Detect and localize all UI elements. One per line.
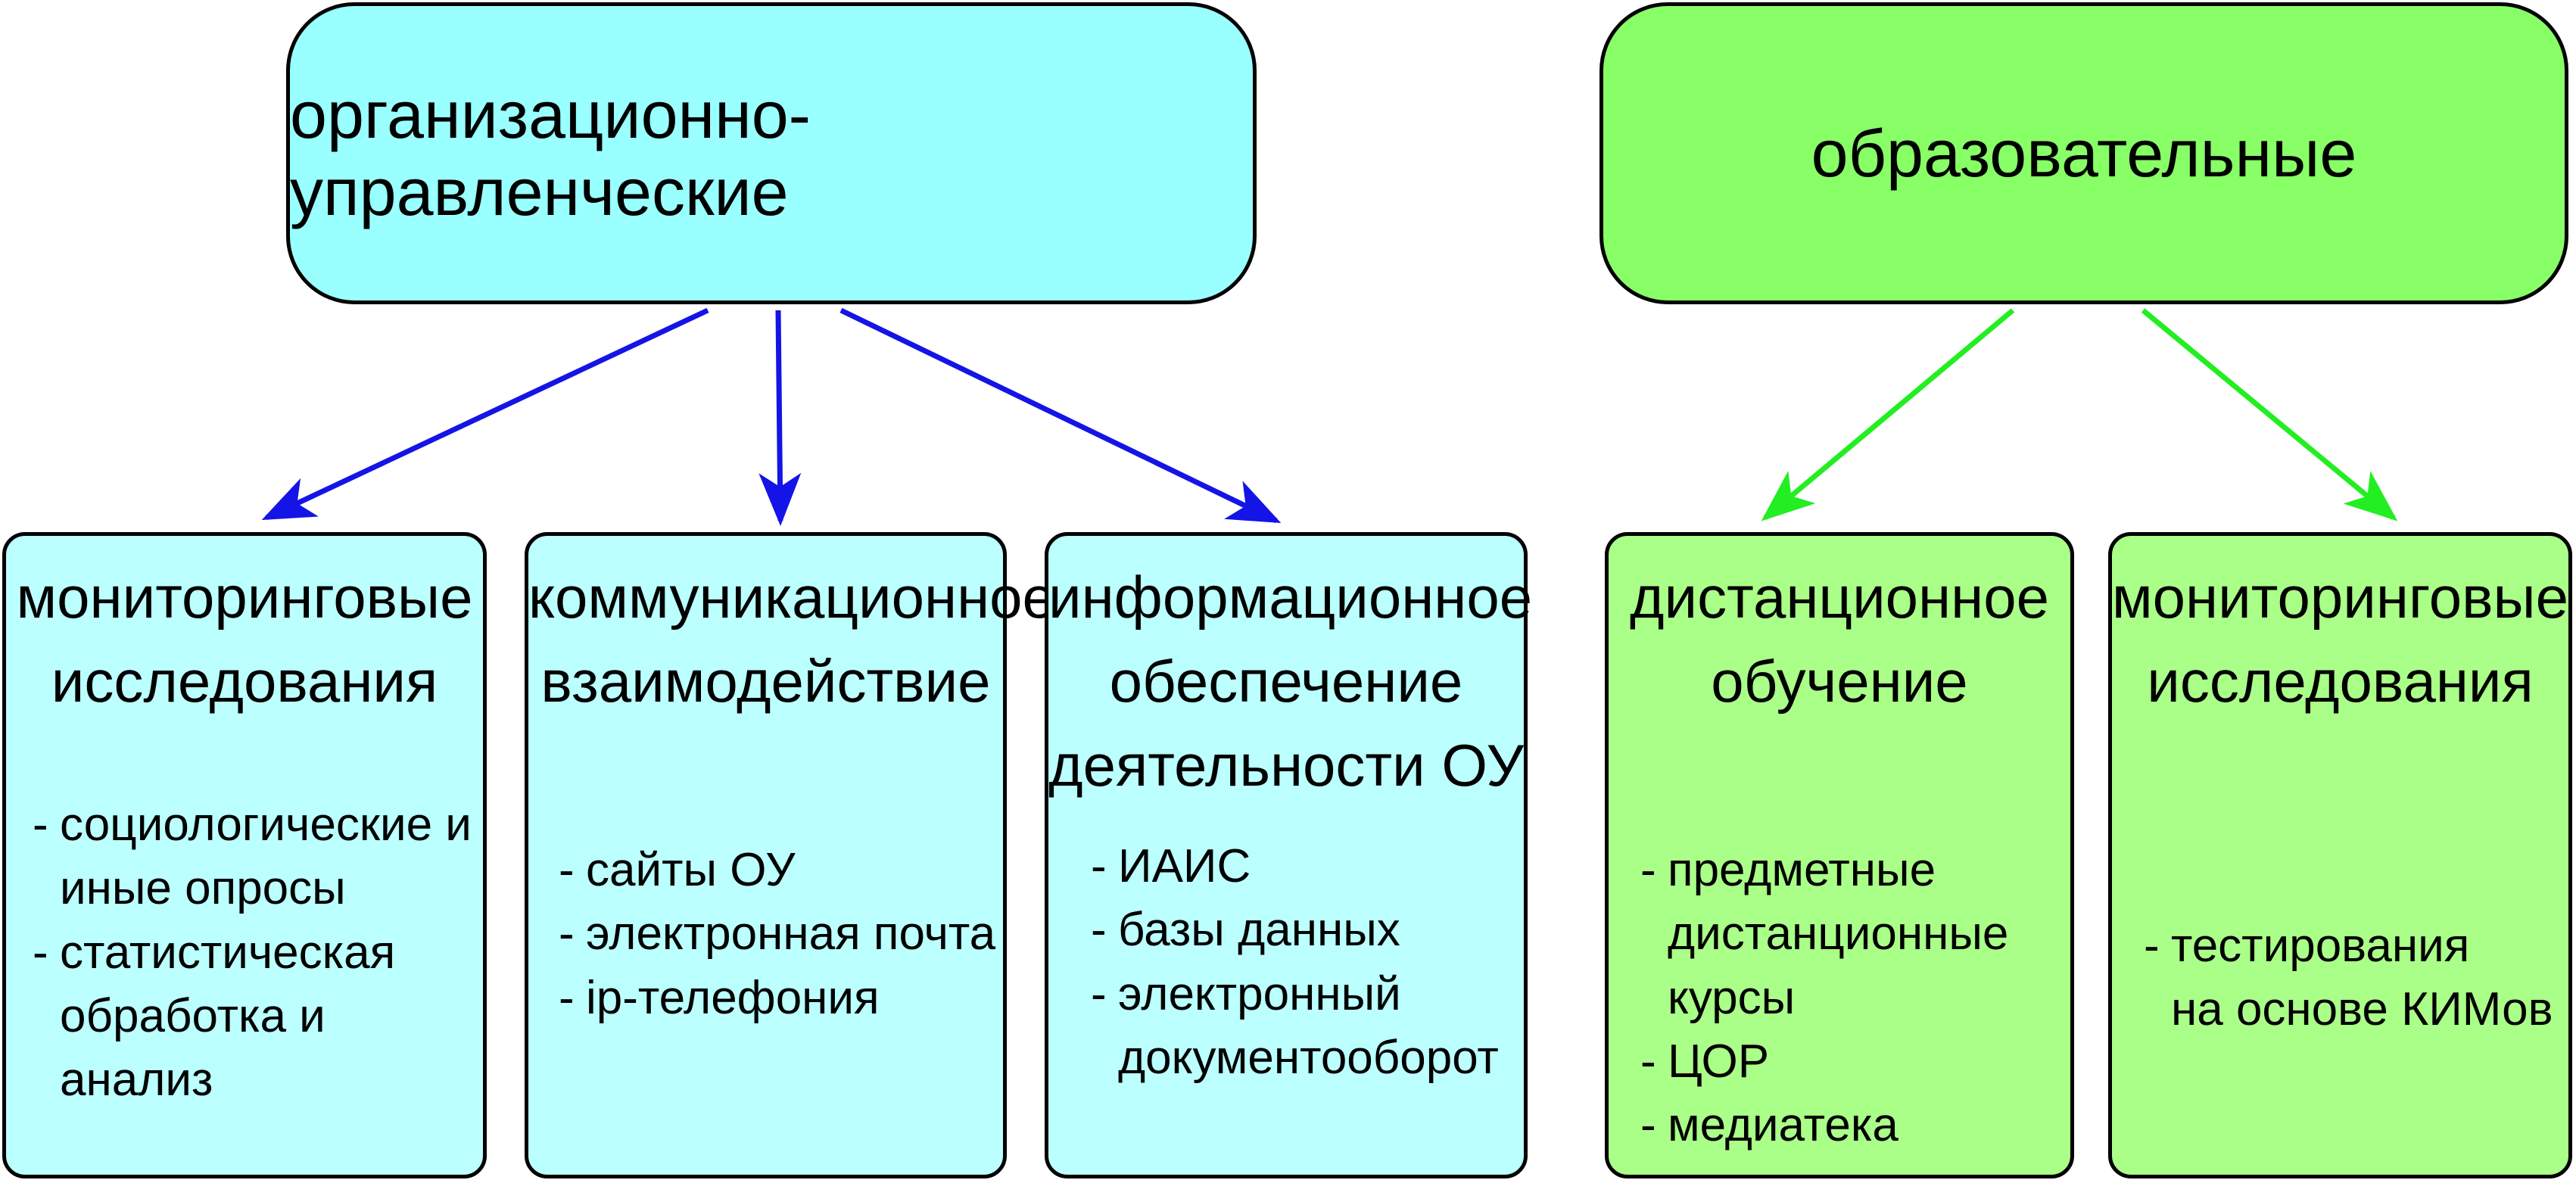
subcategory-title: коммуникационное взаимодействие [528, 564, 1055, 715]
subcategory-title: информационное обеспечение деятельности … [1048, 564, 1533, 799]
arrow-to-monitoring-studies [261, 307, 709, 521]
category-title: образовательные [1811, 115, 2357, 191]
list-item: - социологические и иные опросы [33, 799, 472, 915]
subcategory-box-distance-learning: дистанционное обучение - предметные дист… [1605, 532, 2074, 1178]
list-item: - базы данных [1091, 904, 1400, 957]
subcategory-box-monitoring-studies: мониторинговые исследования - социологич… [2, 532, 487, 1178]
subcategory-list: - сайты ОУ - электронная почта - ip-теле… [559, 839, 995, 1030]
list-item: - электронная почта [559, 908, 996, 961]
list-item: - сайты ОУ [559, 844, 796, 896]
list-item: - тестирования на основе КИМов [2144, 920, 2553, 1036]
list-item: - ИАИС [1091, 840, 1251, 892]
list-item: - предметные дистанционные курсы [1640, 844, 2009, 1024]
category-title: организационно-управленческие [290, 76, 811, 229]
arrow-to-distance-learning [1761, 308, 2015, 522]
list-item: - статистическая обработка и анализ [33, 926, 396, 1107]
subcategory-box-monitoring-testing: мониторинговые исследования - тестирован… [2108, 532, 2572, 1178]
arrow-to-information-support [839, 307, 1282, 524]
subcategory-title: мониторинговые исследования [16, 564, 473, 715]
arrow-to-monitoring-testing [2141, 308, 2398, 522]
subcategory-list: - ИАИС - базы данных - электронный докум… [1091, 835, 1499, 1090]
subcategory-list: - предметные дистанционные курсы - ЦОР -… [1640, 839, 2008, 1158]
arrow-to-communication [758, 310, 802, 526]
subcategory-list: - социологические и иные опросы - статис… [33, 793, 472, 1113]
list-item: - ЦОР [1640, 1035, 1770, 1088]
subcategory-box-communication: коммуникационное взаимодействие - сайты … [525, 532, 1055, 1178]
subcategory-box-information-support: информационное обеспечение деятельности … [1045, 532, 1533, 1178]
category-box-educational: образовательные [1599, 2, 2568, 304]
list-item: - ip-телефония [559, 971, 880, 1024]
subcategory-title: мониторинговые исследования [2112, 564, 2568, 715]
subcategory-title: дистанционное обучение [1630, 564, 2049, 715]
list-item: - электронный документооборот [1091, 967, 1499, 1084]
list-item: - медиатека [1640, 1099, 1899, 1152]
category-box-organizational-management: организационно-управленческие [286, 2, 1257, 304]
subcategory-list: - тестирования на основе КИМов [2144, 914, 2553, 1042]
